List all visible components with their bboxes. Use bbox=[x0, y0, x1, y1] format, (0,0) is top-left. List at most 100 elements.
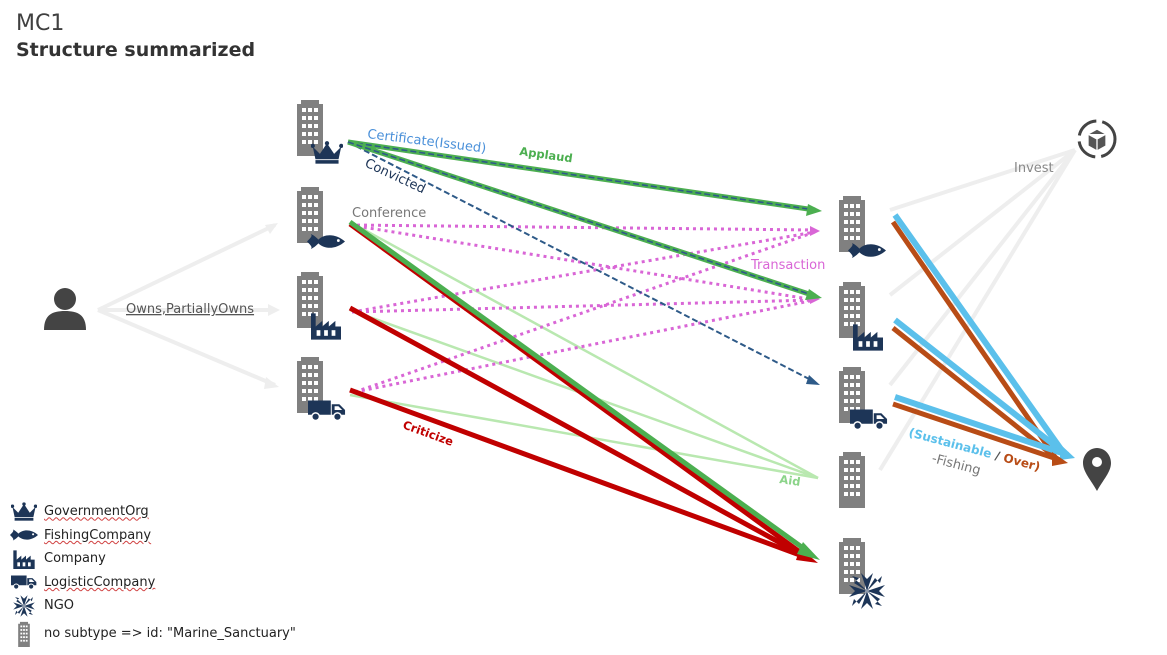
convicted-edge bbox=[347, 141, 816, 383]
cycle-box-icon bbox=[1077, 119, 1117, 159]
building-icon bbox=[839, 196, 865, 252]
truck-icon bbox=[308, 399, 346, 422]
invest-edge bbox=[878, 148, 1077, 472]
certificate-arrowhead bbox=[806, 204, 822, 216]
location-pin-hole bbox=[1092, 457, 1102, 467]
ngo-icon bbox=[10, 594, 38, 617]
person-icon-body bbox=[44, 311, 86, 330]
legend-item-ngo: NGO bbox=[10, 594, 296, 618]
marine-sanctuary-node bbox=[839, 452, 865, 508]
title-block: MC1 Structure summarized bbox=[16, 10, 255, 62]
conference-edge bbox=[349, 223, 816, 302]
legend-item-company: Company bbox=[10, 547, 296, 571]
building-icon bbox=[839, 452, 865, 508]
fish-icon bbox=[307, 233, 345, 250]
factory-icon bbox=[311, 313, 341, 340]
target-logistic-company-node bbox=[839, 367, 888, 431]
fishing-label-over: Over bbox=[1002, 451, 1037, 473]
conference-edge bbox=[354, 298, 816, 394]
over-fishing-edge bbox=[892, 401, 1061, 463]
location-node bbox=[1083, 448, 1111, 491]
owns-edge-logistic bbox=[97, 308, 276, 387]
fish-icon bbox=[848, 242, 886, 259]
factory-icon bbox=[853, 324, 883, 351]
owns-arrowhead bbox=[264, 377, 279, 389]
fishing-label: (Sustainable / Over) -Fishing bbox=[907, 425, 1042, 478]
invest-edge bbox=[888, 148, 1077, 297]
government-org-node bbox=[297, 100, 343, 164]
company-node bbox=[297, 272, 341, 340]
invest-label: Invest bbox=[1014, 161, 1054, 176]
transaction-label: Transaction bbox=[750, 258, 825, 273]
building-icon bbox=[839, 282, 865, 338]
person-node bbox=[44, 288, 86, 330]
logistic-company-node bbox=[297, 357, 346, 422]
box-icon bbox=[1087, 128, 1107, 152]
applaud-arrowhead bbox=[797, 542, 820, 560]
aid-edge bbox=[349, 220, 819, 480]
truck-icon bbox=[10, 571, 38, 593]
person-icon-head bbox=[54, 288, 76, 310]
conference-edge bbox=[351, 298, 816, 314]
aid-label: Aid bbox=[779, 472, 802, 489]
fishing-edges bbox=[890, 213, 1075, 466]
applaud-edge-ngo bbox=[348, 219, 812, 556]
legend-label: LogisticCompany bbox=[44, 574, 156, 590]
building-icon bbox=[10, 621, 38, 647]
page-subtitle: Structure summarized bbox=[16, 39, 256, 61]
ngo-node bbox=[839, 538, 885, 609]
fishing-label-close: ) bbox=[1033, 459, 1042, 474]
legend-label: GovernmentOrg bbox=[44, 504, 149, 520]
legend: GovernmentOrg FishingCompany Company Log… bbox=[10, 500, 296, 650]
page-title: MC1 bbox=[16, 11, 65, 36]
legend-label: FishingCompany bbox=[44, 527, 152, 543]
legend-item-logistic-company: LogisticCompany bbox=[10, 571, 296, 595]
convicted-label: Convicted bbox=[362, 156, 427, 197]
building-icon bbox=[297, 272, 323, 328]
legend-label: Company bbox=[44, 551, 106, 567]
sustainable-fishing-edge bbox=[894, 394, 1069, 458]
certificate-edge-company-dash bbox=[347, 141, 816, 297]
over-fishing-edge bbox=[890, 220, 1058, 459]
certificate-edge-fishing-dash bbox=[347, 141, 816, 211]
fish-icon bbox=[10, 524, 38, 546]
invest-target-node bbox=[1077, 119, 1117, 159]
criticize-edge bbox=[348, 305, 810, 561]
fishing-company-node bbox=[297, 187, 345, 250]
convicted-arrowhead bbox=[806, 375, 820, 385]
conference-label: Conference bbox=[352, 206, 426, 221]
over-arrowhead bbox=[1052, 452, 1068, 466]
owns-label: Owns,PartiallyOwns bbox=[126, 302, 254, 317]
legend-label: NGO bbox=[44, 598, 75, 614]
fishing-label-slash: / bbox=[990, 447, 1006, 464]
over-fishing-edge bbox=[891, 326, 1057, 459]
invest-edges bbox=[878, 148, 1077, 472]
legend-item-marine-sanctuary: no subtype => id: "Marine_Sanctuary" bbox=[10, 618, 296, 650]
applaud-label: Applaud bbox=[519, 144, 574, 165]
crown-icon bbox=[10, 501, 38, 523]
conference-edge bbox=[349, 223, 816, 232]
building-icon bbox=[297, 187, 323, 243]
legend-label: no subtype => id: "Marine_Sanctuary" bbox=[44, 626, 296, 641]
factory-icon bbox=[10, 548, 38, 570]
location-pin-icon bbox=[1083, 448, 1111, 491]
conference-arrowhead bbox=[810, 226, 820, 236]
aid-edges bbox=[349, 220, 819, 480]
criticize-edge bbox=[349, 387, 809, 561]
legend-item-fishing-company: FishingCompany bbox=[10, 524, 296, 548]
target-company-node bbox=[839, 282, 883, 351]
owns-arrowhead bbox=[268, 304, 280, 316]
building-icon bbox=[297, 100, 323, 156]
sustainable-fishing-edge bbox=[892, 213, 1066, 454]
target-fishing-company-node bbox=[839, 196, 886, 259]
legend-item-government-org: GovernmentOrg bbox=[10, 500, 296, 524]
conference-edge bbox=[351, 230, 816, 314]
invest-edge bbox=[888, 148, 1077, 387]
owns-arrowhead bbox=[265, 223, 278, 234]
truck-icon bbox=[850, 408, 888, 431]
conference-edge bbox=[354, 230, 816, 394]
sustainable-arrowhead bbox=[1060, 444, 1075, 460]
owns-edges bbox=[97, 223, 280, 389]
fishing-label-open: ( bbox=[907, 425, 916, 440]
